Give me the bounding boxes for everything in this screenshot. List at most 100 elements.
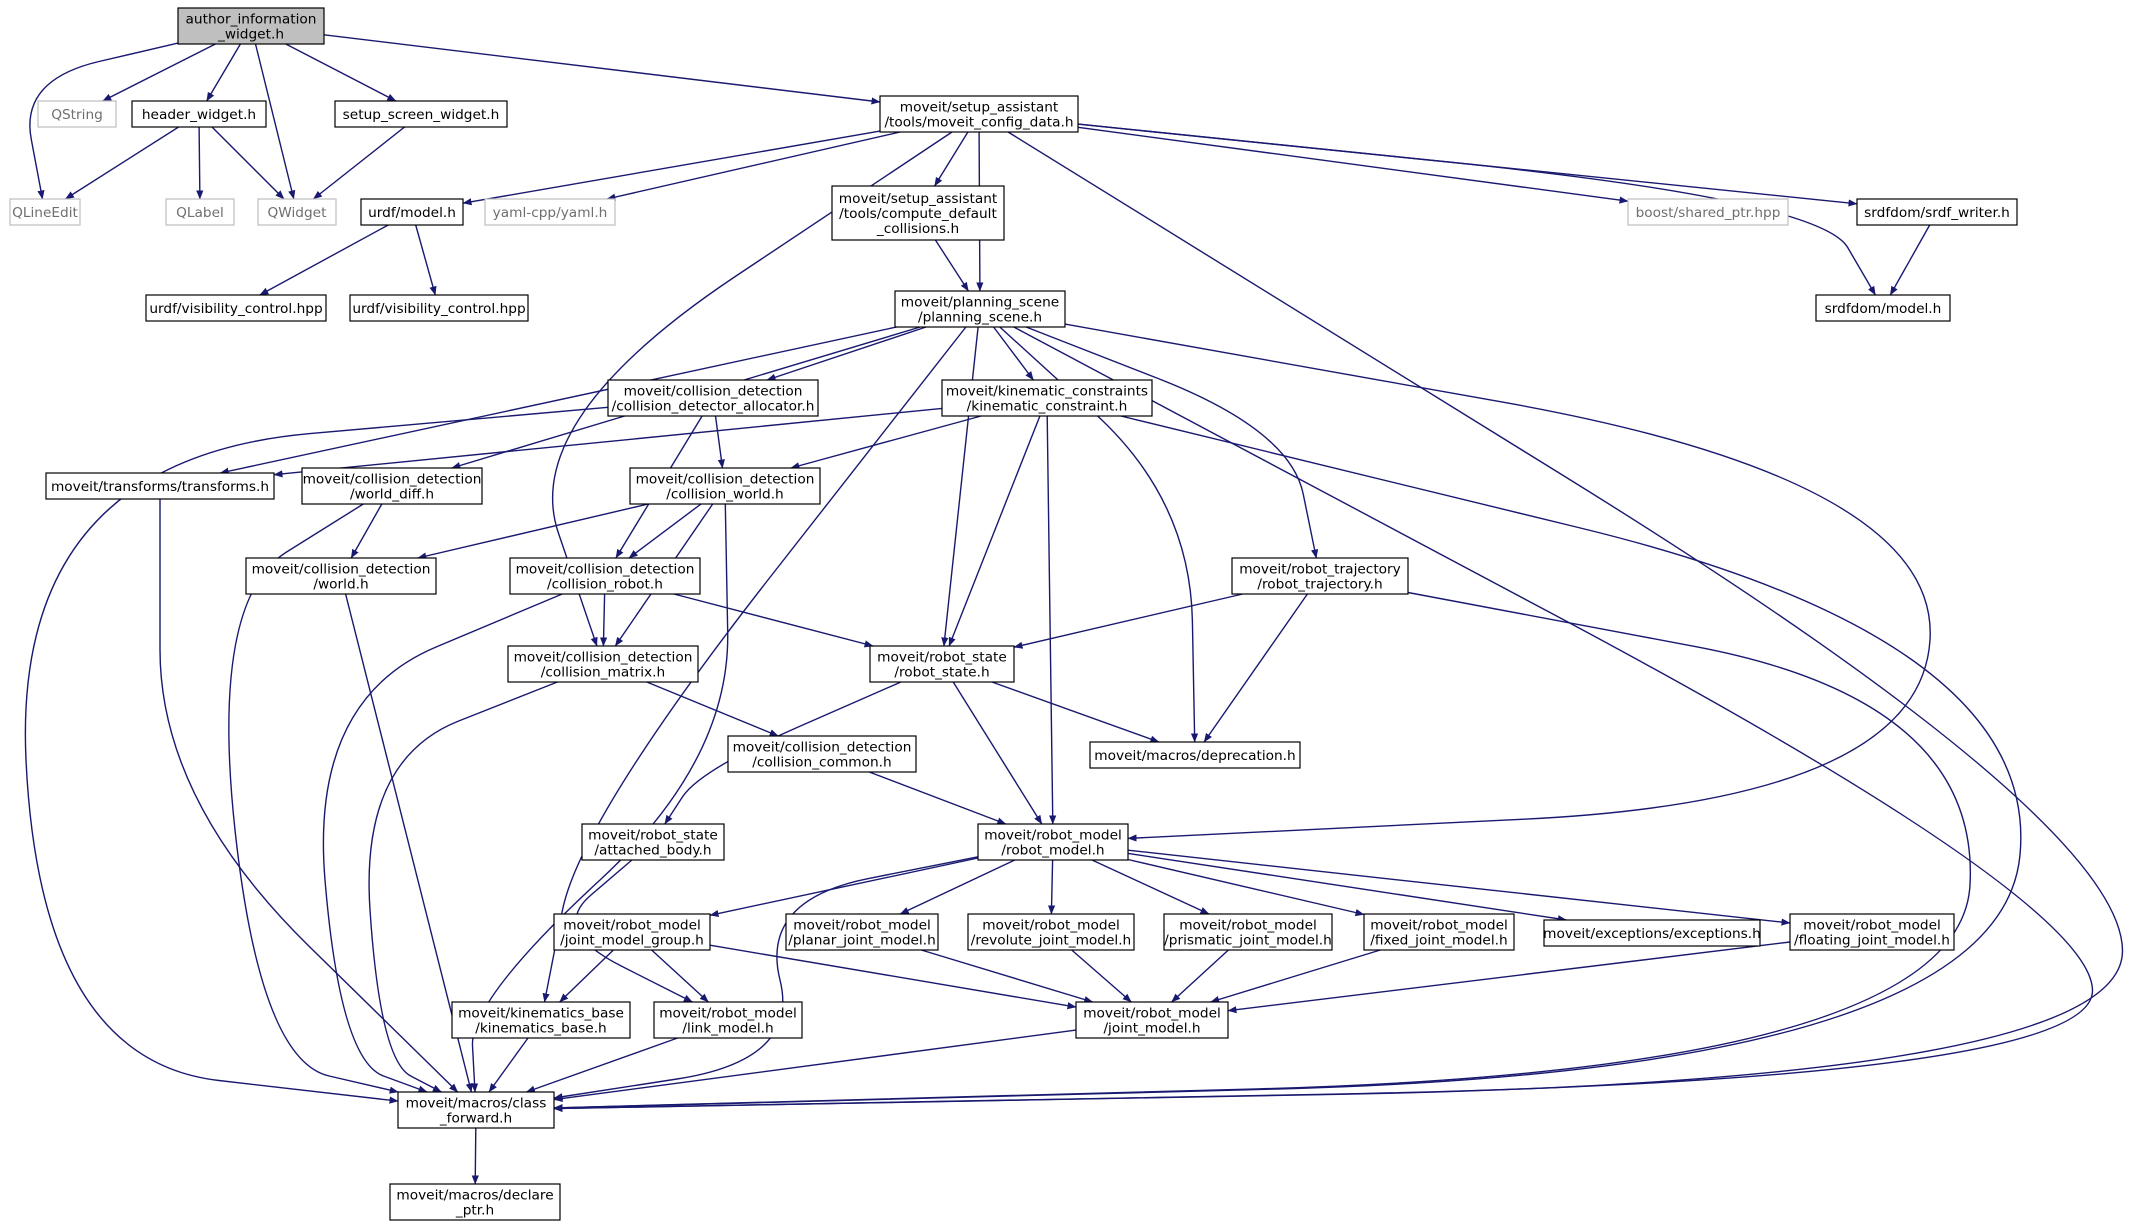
node-box	[301, 467, 483, 505]
node-kinematic-constraint[interactable]: moveit/kinematic_constraints/kinematic_c…	[941, 379, 1153, 417]
node-prismatic-joint-model[interactable]: moveit/robot_model/prismatic_joint_model…	[1163, 913, 1333, 951]
node-box	[484, 198, 616, 226]
node-robot-model[interactable]: moveit/robot_model/robot_model.h	[977, 823, 1129, 861]
node-exceptions[interactable]: moveit/exceptions/exceptions.h	[1543, 919, 1761, 947]
node-setup-screen-widget[interactable]: setup_screen_widget.h	[334, 100, 508, 128]
node-label: moveit/kinematics_base	[458, 1006, 624, 1022]
node-attached-body[interactable]: moveit/robot_state/attached_body.h	[581, 823, 725, 861]
edge-collision-world-to-world	[417, 503, 649, 560]
node-urdf-model[interactable]: urdf/model.h	[360, 198, 464, 226]
node-box	[131, 100, 267, 128]
node-label: /planning_scene.h	[918, 310, 1042, 326]
node-header-widget[interactable]: header_widget.h	[131, 100, 267, 128]
node-deprecation[interactable]: moveit/macros/deprecation.h	[1089, 741, 1301, 769]
node-box	[1627, 198, 1789, 226]
edge-joint-model-group-to-joint-model	[709, 944, 1077, 1010]
node-label: /world_diff.h	[350, 487, 434, 503]
node-box	[1815, 294, 1951, 322]
node-box	[360, 198, 464, 226]
node-label: _widget.h	[217, 27, 284, 43]
node-label: header_widget.h	[142, 107, 256, 123]
edge-collision-robot-to-collision-matrix	[599, 593, 608, 647]
node-label: moveit/robot_model	[793, 918, 931, 934]
node-label: QLabel	[176, 205, 224, 221]
edge-urdf-model-to-urdf-visibility-1	[259, 224, 389, 296]
node-world-diff[interactable]: moveit/collision_detection/world_diff.h	[301, 467, 483, 505]
node-label: author_information	[186, 12, 317, 28]
node-revolute-joint-model[interactable]: moveit/robot_model/revolute_joint_model.…	[967, 913, 1135, 951]
node-label: moveit/transforms/transforms.h	[51, 479, 269, 495]
edge-author-information-widget-to-qstring	[102, 43, 216, 102]
node-box	[607, 379, 819, 417]
node-label: QString	[51, 107, 103, 123]
node-label: /collision_common.h	[752, 755, 891, 771]
edge-robot-model-to-exceptions	[1127, 852, 1567, 923]
node-label: urdf/model.h	[368, 205, 456, 221]
node-label: moveit/robot_state	[588, 828, 718, 844]
edge-moveit-config-data-to-class-forward	[553, 131, 2124, 1113]
node-compute-default-collisions[interactable]: moveit/setup_assistant/tools/compute_def…	[831, 185, 1005, 241]
edge-world-diff-to-class-forward	[228, 503, 399, 1094]
node-collision-robot[interactable]: moveit/collision_detection/collision_rob…	[509, 557, 701, 595]
node-fixed-joint-model[interactable]: moveit/robot_model/fixed_joint_model.h	[1363, 913, 1515, 951]
node-collision-detector-allocator[interactable]: moveit/collision_detection/collision_det…	[607, 379, 819, 417]
node-srdf-writer[interactable]: srdfdom/srdf_writer.h	[1856, 198, 2018, 226]
node-label: /planar_joint_model.h	[788, 933, 936, 949]
node-class-forward[interactable]: moveit/macros/class_forward.h	[397, 1091, 555, 1129]
node-moveit-config-data[interactable]: moveit/setup_assistant/tools/moveit_conf…	[879, 95, 1079, 133]
node-label: moveit/robot_state	[877, 650, 1007, 666]
node-box	[245, 557, 437, 595]
node-yaml: yaml-cpp/yaml.h	[484, 198, 616, 226]
node-world[interactable]: moveit/collision_detection/world.h	[245, 557, 437, 595]
edge-robot-model-to-revolute-joint-model	[1047, 859, 1056, 915]
node-label: QLineEdit	[12, 205, 78, 221]
node-link-model[interactable]: moveit/robot_model/link_model.h	[653, 1001, 803, 1039]
node-planning-scene[interactable]: moveit/planning_scene/planning_scene.h	[894, 290, 1066, 328]
edge-joint-model-to-class-forward	[553, 1029, 1077, 1103]
node-robot-trajectory[interactable]: moveit/robot_trajectory/robot_trajectory…	[1231, 557, 1409, 595]
edge-robot-trajectory-to-class-forward	[553, 591, 1971, 1112]
node-declare-ptr[interactable]: moveit/macros/declare_ptr.h	[389, 1183, 561, 1221]
node-author-information-widget[interactable]: author_information_widget.h	[177, 7, 325, 45]
node-collision-world[interactable]: moveit/collision_detection/collision_wor…	[629, 467, 821, 505]
edge-attached-body-to-link-model	[575, 859, 693, 1003]
node-joint-model[interactable]: moveit/robot_model/joint_model.h	[1075, 1001, 1229, 1039]
node-urdf-visibility-2[interactable]: urdf/visibility_control.hpp	[349, 294, 529, 322]
node-box	[894, 290, 1066, 328]
node-label: /robot_trajectory.h	[1257, 577, 1382, 593]
node-collision-common[interactable]: moveit/collision_detection/collision_com…	[727, 735, 917, 773]
node-planar-joint-model[interactable]: moveit/robot_model/planar_joint_model.h	[785, 913, 939, 951]
edge-collision-common-to-robot-model	[869, 771, 1007, 825]
node-box	[334, 100, 508, 128]
edge-collision-matrix-to-collision-common	[646, 681, 779, 737]
node-box	[397, 1091, 555, 1129]
node-label: moveit/kinematic_constraints	[946, 384, 1148, 400]
node-label: moveit/robot_model	[1083, 1006, 1221, 1022]
node-srdf-model[interactable]: srdfdom/model.h	[1815, 294, 1951, 322]
node-label: /kinematic_constraint.h	[967, 399, 1128, 415]
node-box	[629, 467, 821, 505]
node-label: moveit/collision_detection	[733, 740, 912, 756]
node-label: moveit/robot_model	[1370, 918, 1508, 934]
node-collision-matrix[interactable]: moveit/collision_detection/collision_mat…	[507, 645, 699, 683]
node-box	[507, 645, 699, 683]
node-box	[1075, 1001, 1229, 1039]
edge-header-widget-to-qwidget	[211, 126, 285, 200]
node-floating-joint-model[interactable]: moveit/robot_model/floating_joint_model.…	[1789, 913, 1955, 951]
node-robot-state[interactable]: moveit/robot_state/robot_state.h	[869, 645, 1015, 683]
edge-collision-world-to-collision-robot	[628, 503, 702, 559]
node-joint-model-group[interactable]: moveit/robot_model/joint_model_group.h	[553, 913, 711, 951]
node-box	[257, 198, 337, 226]
node-qwidget: QWidget	[257, 198, 337, 226]
node-kinematics-base[interactable]: moveit/kinematics_base/kinematics_base.h	[451, 1001, 631, 1039]
node-urdf-visibility-1[interactable]: urdf/visibility_control.hpp	[145, 294, 327, 322]
node-label: /collision_detector_allocator.h	[612, 399, 815, 415]
edge-kinematic-constraint-to-transforms	[273, 407, 943, 478]
node-box	[1231, 557, 1409, 595]
node-box	[831, 185, 1005, 241]
node-transforms[interactable]: moveit/transforms/transforms.h	[45, 472, 275, 500]
node-qstring: QString	[37, 100, 117, 128]
node-label: srdfdom/model.h	[1825, 301, 1942, 317]
node-box	[785, 913, 939, 951]
edge-transforms-to-class-forward	[159, 498, 459, 1093]
